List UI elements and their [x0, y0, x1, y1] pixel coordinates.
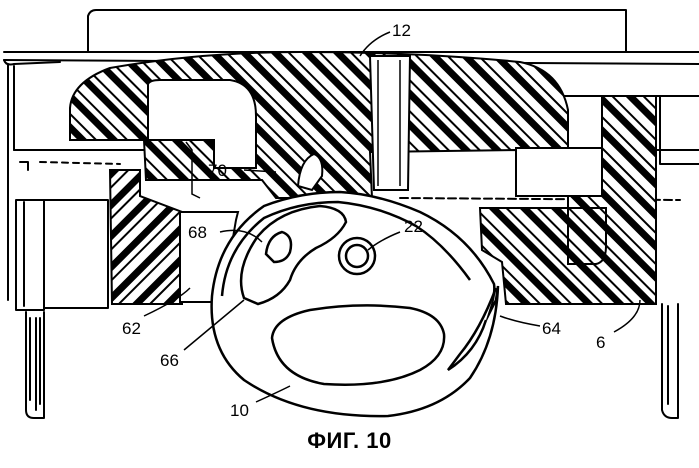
- ref-64: 64: [542, 319, 561, 338]
- right-post: [662, 304, 678, 418]
- ref-70: 70: [208, 161, 227, 180]
- ref-6: 6: [596, 333, 605, 352]
- ref-62: 62: [122, 319, 141, 338]
- ref-68: 68: [188, 223, 207, 242]
- left-lower-block: [110, 170, 182, 304]
- top-cover: [88, 10, 626, 52]
- left-block: [16, 200, 44, 310]
- cam-10: [212, 192, 498, 416]
- figure-caption: ФИГ. 10: [0, 428, 699, 454]
- ref-22: 22: [404, 217, 423, 236]
- middle-rail: [40, 162, 120, 164]
- ref-66: 66: [160, 351, 179, 370]
- ref-10: 10: [230, 401, 249, 420]
- ref-12: 12: [392, 21, 411, 40]
